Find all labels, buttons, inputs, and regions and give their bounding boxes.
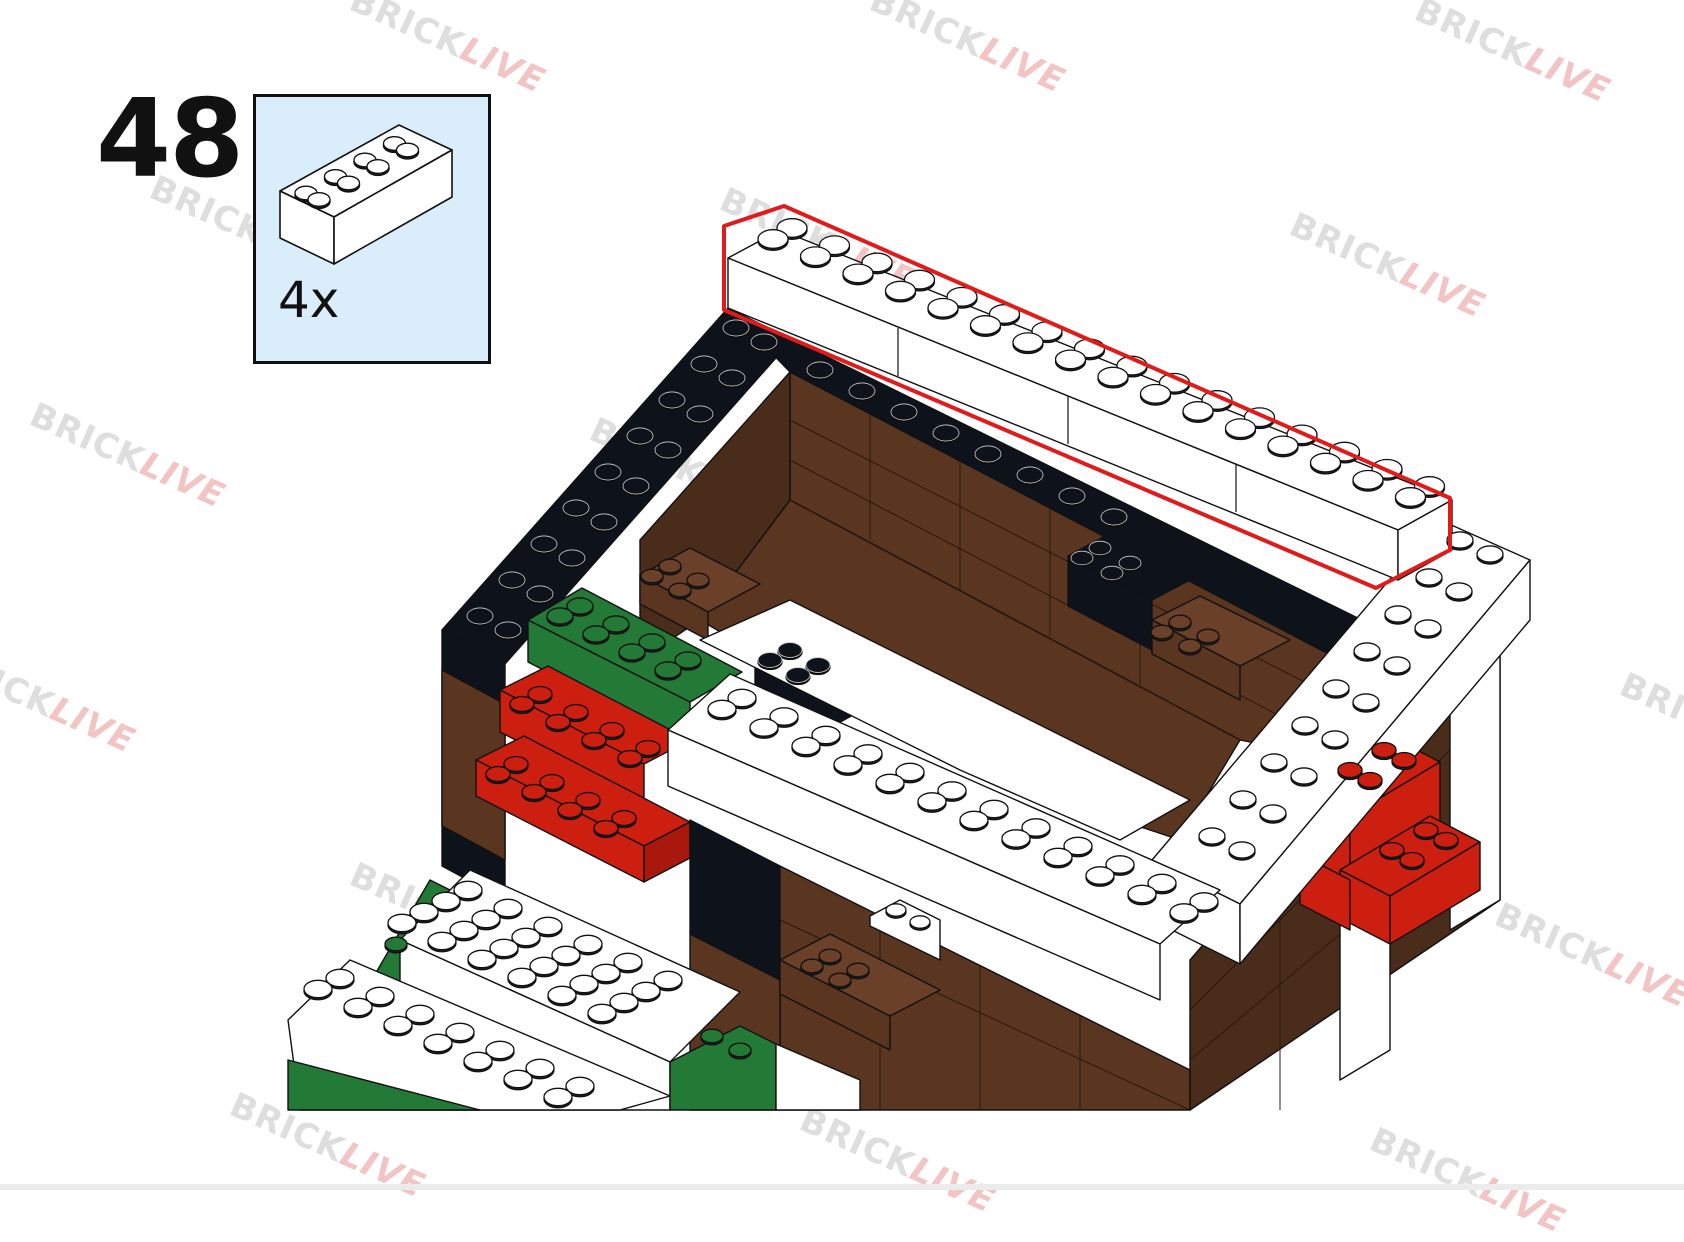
page-footer-bar	[0, 1184, 1684, 1190]
white-2x4-brick-icon	[279, 124, 453, 265]
model-illustration	[287, 204, 1531, 1111]
green-strip-bottom	[287, 1059, 481, 1111]
step-number: 48	[96, 77, 244, 202]
new-parts-highlight	[722, 204, 1452, 590]
part-quantity: 4x	[278, 271, 340, 329]
brown-wall-left-face	[441, 669, 506, 861]
parts-callout: 4x	[253, 94, 491, 364]
